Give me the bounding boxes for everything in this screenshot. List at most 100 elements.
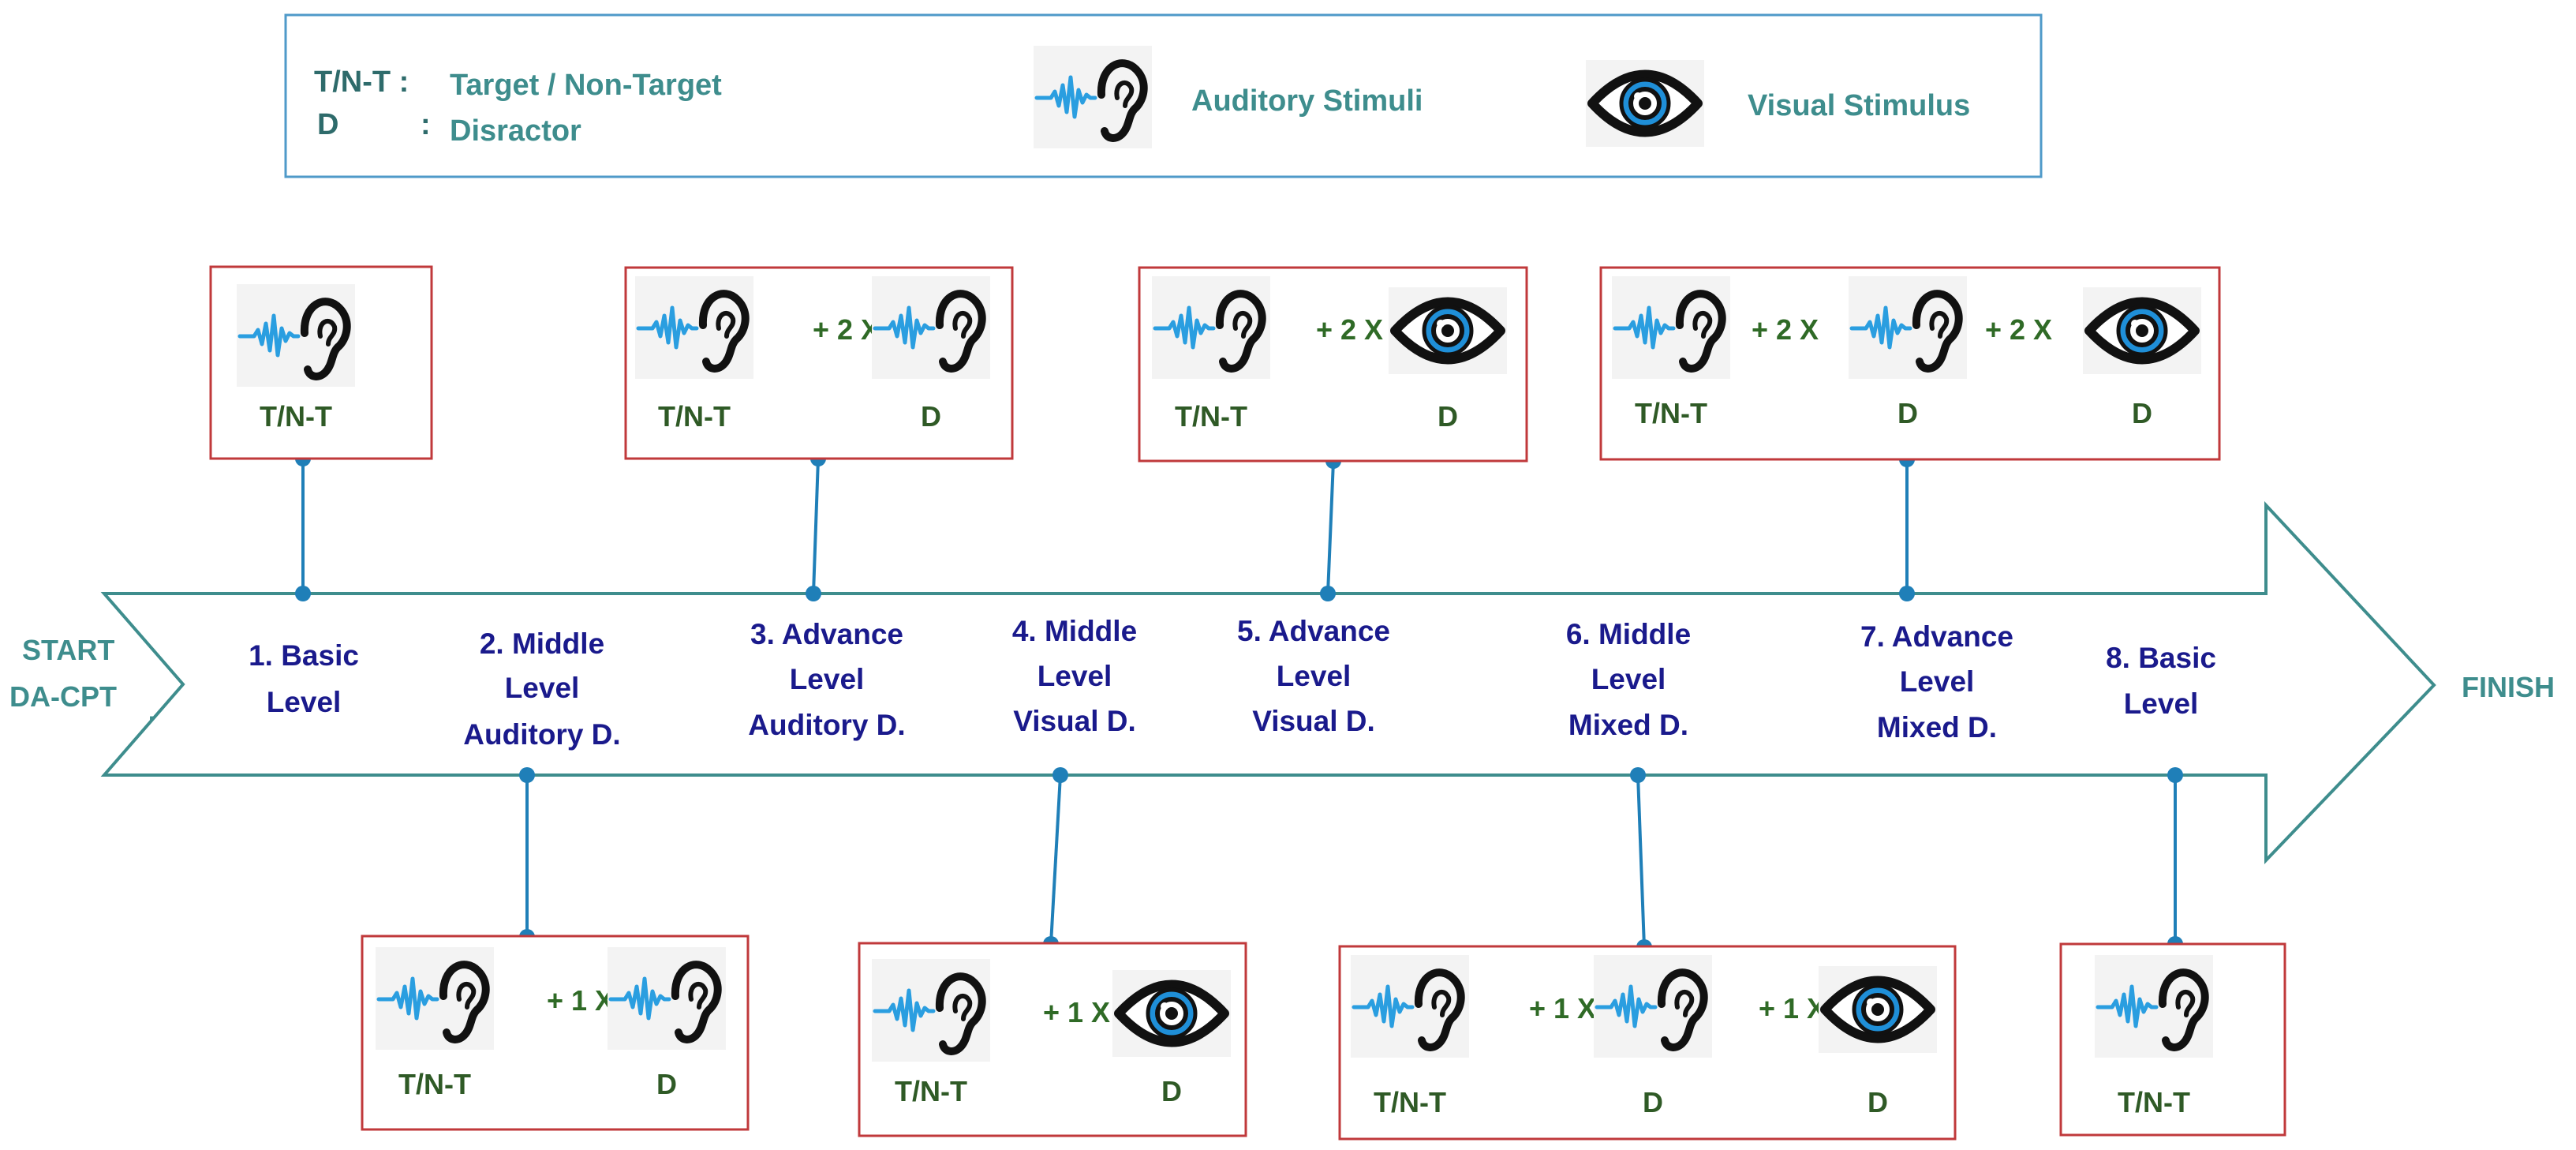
level-7-label-line: Level [1900,665,1975,698]
timeline-start: START DA-CPT . [9,634,155,725]
auditory-stimulus-icon [237,284,355,387]
level-8-stimulus-box: T/N-T [2059,942,2286,1137]
stimulus-condition-label: T/N-T [398,1068,471,1100]
visual-stimulus-icon [1112,970,1231,1057]
level-4-label-line: 4. Middle [1012,615,1137,647]
repeat-multiplier: + 2 X [1752,313,1819,346]
level-4-label-line: Visual D. [1013,705,1136,737]
repeat-multiplier: + 1 X [1043,996,1110,1028]
stimulus-condition-label: T/N-T [260,400,332,433]
level-3-stimulus-box: T/N-T + 2 X D [624,266,1014,460]
level-boxes: T/N-TT/N-T+ 1 XDT/N-T+ 2 XDT/N-T+ 1 XDT/… [209,265,2286,1141]
legend-d-key: D [317,108,338,141]
level-1-label-line: Level [267,686,342,718]
level-5-stimulus-box: T/N-T + 2 X D [1138,266,1528,463]
repeat-multiplier: + 1 X [547,984,614,1017]
auditory-stimulus-icon [376,947,494,1050]
connector-line [1049,774,1062,945]
legend-tnt-key: T/N-T : [314,66,409,99]
connector-dot [806,586,821,601]
level-8-label-line: 8. Basic [2106,642,2216,674]
visual-stimulus-icon [2083,287,2201,374]
level-2-stimulus-box: T/N-T + 1 X D [361,935,750,1131]
connector-dot [1052,767,1068,783]
level-6-label-line: Level [1591,663,1666,695]
visual-stimulus-icon [1586,60,1704,147]
level-7-label-line: Mixed D. [1877,711,1997,744]
repeat-multiplier: + 1 X [1759,992,1826,1025]
stimulus-condition-label: D [1438,400,1458,433]
stimulus-condition-label: D [1868,1086,1888,1118]
stimulus-condition-label: D [2132,397,2152,429]
level-4-stimulus-box: T/N-T + 1 X D [858,942,1247,1137]
auditory-stimulus-icon [1034,46,1152,148]
start-label: START [22,634,114,666]
repeat-multiplier: + 1 X [1529,992,1596,1025]
start-mark: . [148,699,155,725]
legend-d-value: Disractor [450,114,581,148]
connector-dot [519,767,535,783]
legend-d-sep: : [421,108,431,141]
repeat-multiplier: + 2 X [1985,313,2052,346]
finish-label: FINISH [2462,671,2555,703]
level-1-label-line: 1. Basic [249,639,359,672]
auditory-stimulus-icon [1612,276,1730,379]
stimulus-condition-label: D [1161,1075,1182,1107]
stimulus-condition-label: T/N-T [1374,1086,1446,1118]
legend: T/N-T : Target / Non-Target D : Disracto… [284,13,2043,178]
repeat-multiplier: + 2 X [813,313,880,346]
legend-auditory-label: Auditory Stimuli [1191,84,1423,118]
level-5-label-line: Visual D. [1252,705,1375,737]
level-2-label-line: Auditory D. [463,718,620,751]
connector-line [1326,460,1335,594]
stimulus-condition-label: T/N-T [895,1075,967,1107]
stimulus-condition-label: D [656,1068,677,1100]
auditory-stimulus-icon [635,276,753,379]
auditory-stimulus-icon [2095,955,2213,1058]
auditory-stimulus-icon [1849,276,1967,379]
level-8-label-line: Level [2124,687,2199,720]
stimulus-condition-label: D [1643,1086,1663,1118]
connector-dot [2167,767,2183,783]
auditory-stimulus-icon [1594,955,1712,1058]
level-2-label-line: Level [505,672,580,704]
legend-visual-label: Visual Stimulus [1748,89,1970,122]
auditory-stimulus-icon [872,276,990,379]
level-5-label-line: Level [1277,660,1352,692]
level-3-label-line: 3. Advance [750,618,903,650]
level-6-label-line: 6. Middle [1566,618,1691,650]
auditory-stimulus-icon [1351,955,1469,1058]
level-2-label-line: 2. Middle [480,627,604,660]
level-3-label-line: Level [790,663,865,695]
stimulus-condition-label: D [1897,397,1918,429]
connector-dot [295,586,311,601]
level-6-stimulus-box: T/N-T + 1 X D + 1 X D [1338,945,1957,1141]
visual-stimulus-icon [1819,966,1937,1053]
legend-tnt-value: Target / Non-Target [450,69,722,102]
connector-dot [1630,767,1646,783]
connector-line [812,458,820,594]
stimulus-condition-label: T/N-T [658,400,731,433]
repeat-multiplier: + 2 X [1316,313,1383,346]
stimulus-condition-label: T/N-T [2118,1086,2190,1118]
stimulus-condition-label: D [921,400,941,433]
level-3-label-line: Auditory D. [748,709,905,741]
auditory-stimulus-icon [872,959,990,1062]
stimulus-condition-label: T/N-T [1635,397,1707,429]
start-label-da-cpt: DA-CPT [9,680,117,713]
timeline-arrow [100,500,2436,864]
visual-stimulus-icon [1389,287,1507,374]
auditory-stimulus-icon [608,947,726,1050]
level-4-label-line: Level [1038,660,1112,692]
stimulus-condition-label: T/N-T [1175,400,1247,433]
connector-dot [1899,586,1915,601]
